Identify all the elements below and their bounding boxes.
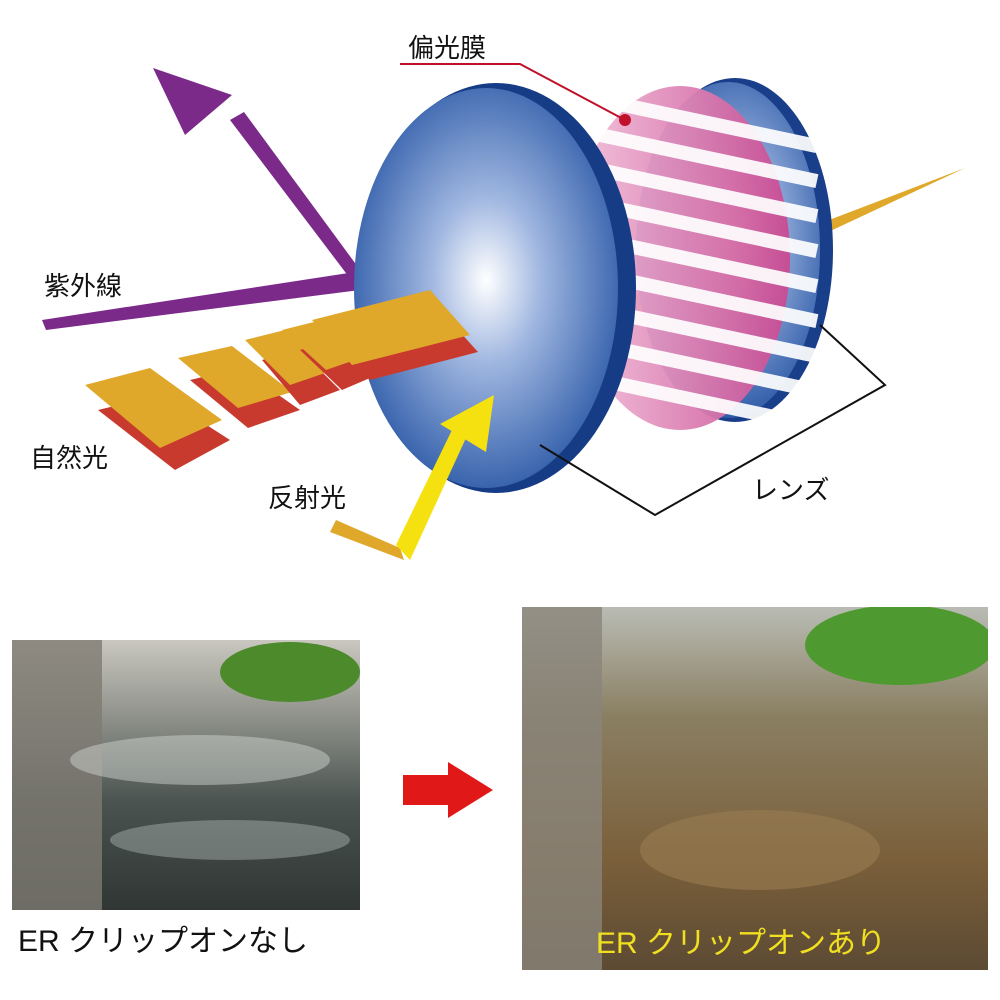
reflected-light-arrow (330, 395, 494, 560)
natural-light-beams (85, 290, 478, 470)
front-lens (354, 83, 636, 493)
caption-without-clip-on: ER クリップオンなし (18, 925, 309, 958)
lens-leader-line (539, 324, 887, 517)
comparison-arrow-icon (403, 762, 493, 818)
label-polarizing-film: 偏光膜 (408, 33, 487, 63)
label-reflected-light: 反射光 (268, 483, 347, 513)
label-natural-light: 自然光 (30, 443, 109, 473)
caption-with-clip-on: ER クリップオンあり (596, 927, 887, 960)
uv-arrow (42, 68, 366, 330)
label-lens: レンズ (752, 475, 830, 505)
film-leader-line (400, 63, 626, 121)
photo-with-clip-on (522, 607, 988, 970)
film-leader-dot (619, 114, 631, 126)
label-ultraviolet: 紫外線 (44, 271, 123, 301)
photo-without-clip-on (12, 640, 360, 910)
